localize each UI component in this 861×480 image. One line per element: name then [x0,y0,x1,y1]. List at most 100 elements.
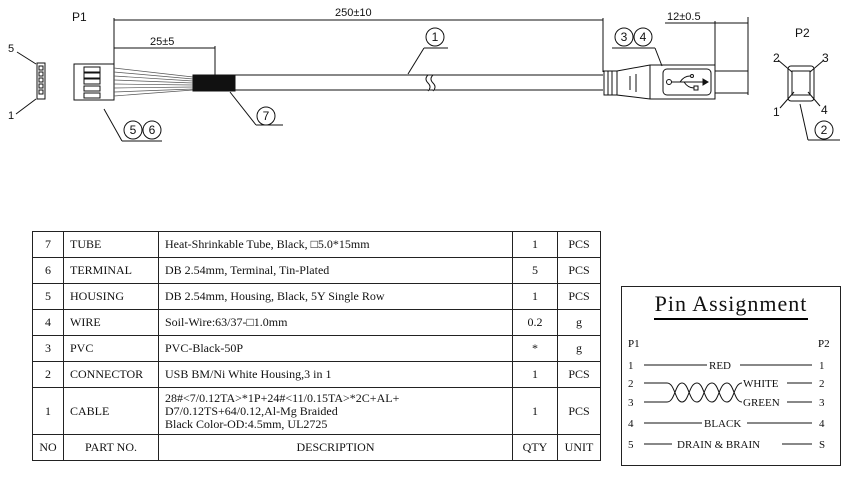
p1-terminals [83,66,101,99]
item-number: 7 [32,231,64,258]
pin-right-header: P2 [818,338,830,350]
callout-3 [614,27,634,47]
p2-pin-2: 2 [819,378,825,390]
header-unit: UNIT [557,434,601,461]
wire-color-black: BLACK [704,418,741,430]
description-line: DB 2.54mm, Terminal, Tin-Plated [165,263,330,277]
p1-pin-1: 1 [628,360,634,372]
unit: PCS [557,361,601,388]
description: DB 2.54mm, Terminal, Tin-Plated [158,257,513,284]
unit: PCS [557,257,601,284]
header-description: DESCRIPTION [158,434,513,461]
callout-3-text: 3 [621,30,628,44]
p2-pin-2: 2 [773,51,780,65]
pin-assignment-panel: Pin Assignment P1 P2 1 RED 1 2 WHITE 2 3… [621,286,841,466]
part-name: CABLE [63,387,159,435]
description: PVC-Black-50P [158,335,513,362]
p2-usb-face [787,65,815,102]
p1-pin-bottom: 1 [8,110,14,122]
dim-plug: 12±0.5 [667,11,701,23]
p2-pin-4: 4 [819,418,825,430]
description-line: D7/0.12TS+64/0.12,Al-Mg Braided [165,403,338,418]
quantity: 1 [512,387,558,435]
p2-pin-1: 1 [773,105,780,119]
p2-pin-1: 1 [819,360,825,372]
dim-strip: 25±5 [150,36,174,48]
p2-pin-3: 3 [819,397,825,409]
quantity: 1 [512,361,558,388]
callout-4 [633,27,653,47]
part-name: PVC [63,335,159,362]
item-number: 1 [32,387,64,435]
description-line: USB BM/Ni White Housing,3 in 1 [165,367,332,381]
wire-color-white: WHITE [743,378,779,390]
dim-total: 250±10 [335,7,372,19]
quantity: 5 [512,257,558,284]
callout-7-text: 7 [263,109,270,123]
usb-logo-panel [662,68,712,96]
quantity: 1 [512,283,558,310]
table-header-row: NO PART NO. DESCRIPTION QTY UNIT [32,434,601,461]
callout-6 [142,120,162,140]
p2-usb-cavity [791,70,811,96]
callout-2-text: 2 [821,123,828,137]
description-line: 28#<7/0.12TA>*1P+24#<11/0.15TA>*2C+AL+ [165,390,400,405]
p1-pin-2: 2 [628,378,634,390]
p1-housing-side [36,62,46,100]
callout-1-text: 1 [432,30,439,44]
callout-6-text: 6 [149,123,156,137]
p2-pin-4: 4 [821,103,828,117]
title-underline [654,318,808,320]
header-part-no: PART NO. [63,434,159,461]
description: USB BM/Ni White Housing,3 in 1 [158,361,513,388]
p1-pin-5: 5 [628,439,634,451]
part-name: CONNECTOR [63,361,159,388]
description-line: DB 2.54mm, Housing, Black, 5Y Single Row [165,289,385,303]
cable-drawing: P1 P2 250±10 25±5 12±0.5 5 1 2 3 1 4 1 7… [8,7,840,142]
heat-shrink-tube [192,74,236,92]
pin-assignment-title: Pin Assignment [654,291,808,316]
callout-4-text: 4 [640,30,647,44]
unit: PCS [557,231,601,258]
p2-label: P2 [795,26,810,40]
part-name: WIRE [63,309,159,336]
description-line: PVC-Black-50P [165,341,243,355]
part-name: TUBE [63,231,159,258]
wire-color-green: GREEN [743,397,780,409]
item-number: 2 [32,361,64,388]
callout-7 [256,106,276,126]
description: Soil-Wire:63/37-□1.0mm [158,309,513,336]
description-line: Black Color-OD:4.5mm, UL2725 [165,416,328,431]
header-no: NO [32,434,64,461]
quantity: * [512,335,558,362]
callout-1 [425,27,445,47]
callout-5 [123,120,143,140]
usb-b-plug-tip [714,70,749,94]
unit: PCS [557,387,601,435]
usb-ferrule [603,70,618,96]
item-number: 5 [32,283,64,310]
part-name: HOUSING [63,283,159,310]
wire-color-red: RED [709,360,731,372]
item-number: 4 [32,309,64,336]
unit: g [557,309,601,336]
unit: PCS [557,283,601,310]
item-number: 3 [32,335,64,362]
cable-break-symbol [425,74,436,92]
p1-pin-4: 4 [628,418,634,430]
header-qty: QTY [512,434,558,461]
unit: g [557,335,601,362]
pin-left-header: P1 [628,338,640,350]
part-name: TERMINAL [63,257,159,284]
pin5-leader [16,51,37,65]
description-line: Soil-Wire:63/37-□1.0mm [165,315,288,329]
p1-pin-3: 3 [628,397,634,409]
